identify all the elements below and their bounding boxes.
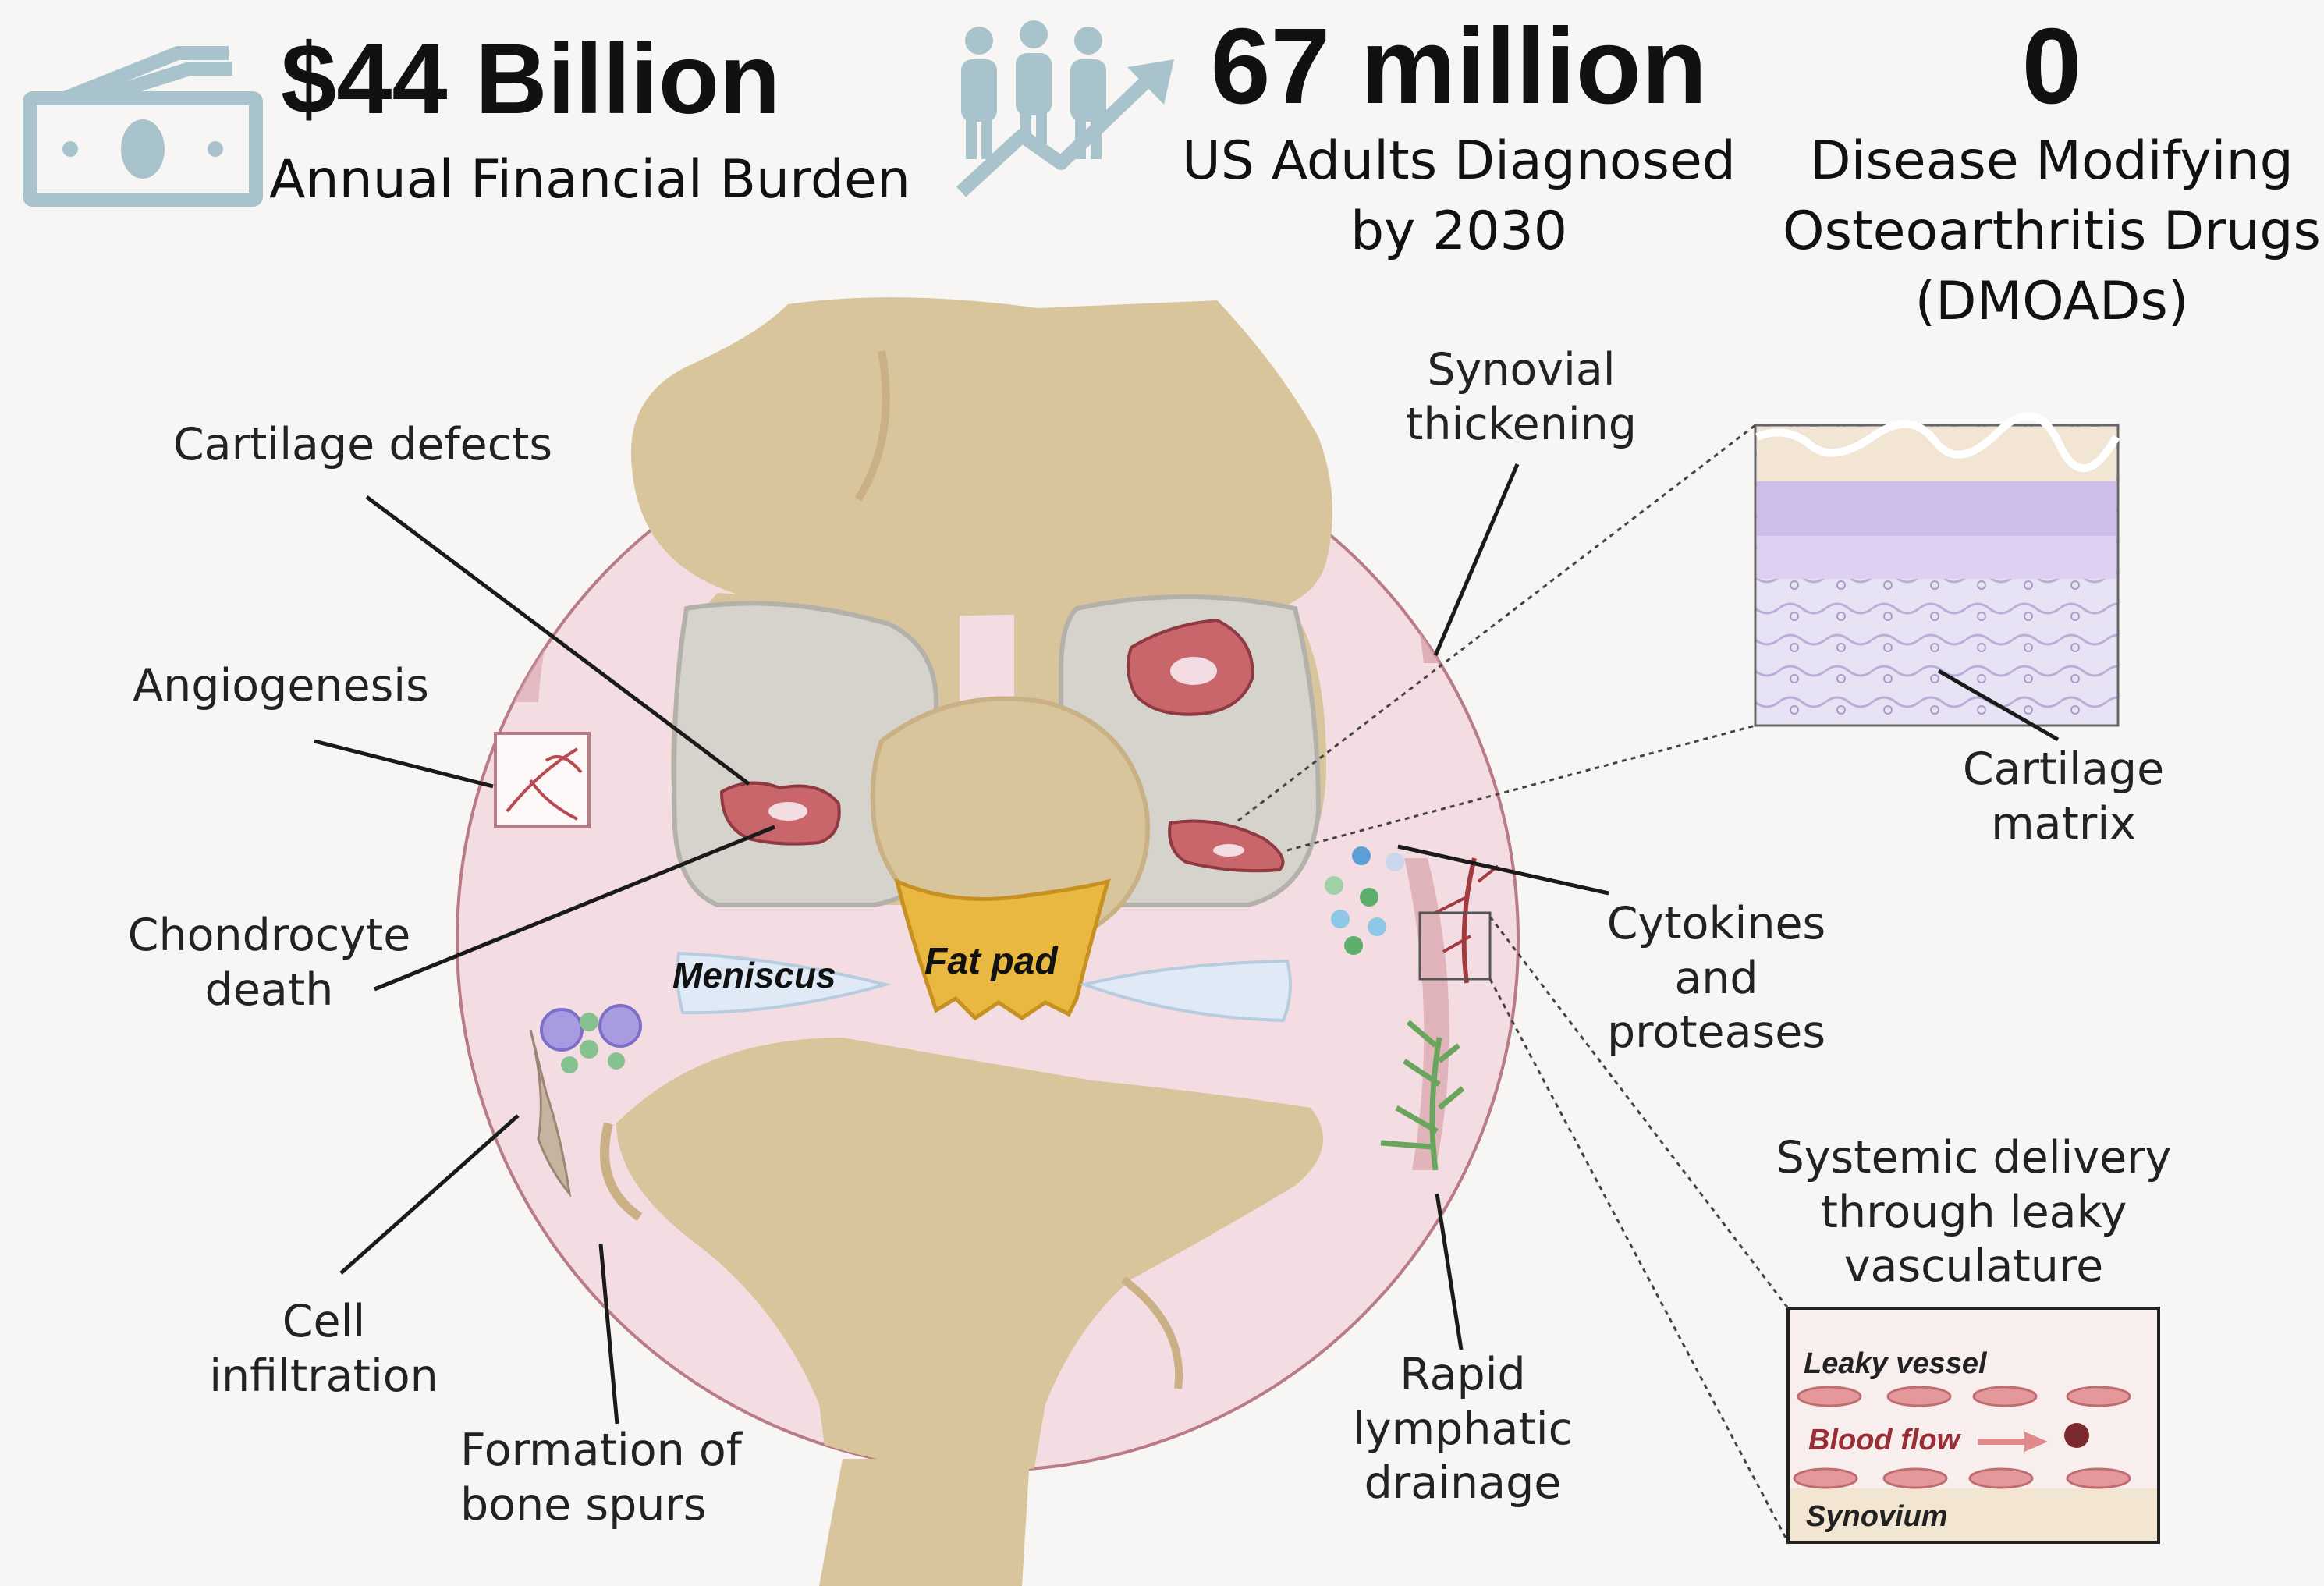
label-matrix-line1: Cartilage (1907, 743, 2219, 797)
angiogenesis-inset (495, 733, 589, 827)
label-synovial-line2: thickening (1373, 398, 1669, 452)
label-lymph-line3: drainage (1307, 1456, 1619, 1511)
label-cytokines-line2: and (1560, 952, 1872, 1006)
label-cartilage-defects: Cartilage defects (156, 418, 569, 473)
label-angiogenesis: Angiogenesis (117, 659, 445, 714)
label-cartilage-matrix: Cartilage matrix (1907, 743, 2219, 851)
label-systemic-line3: vasculature (1740, 1240, 2208, 1294)
label-meniscus: Meniscus (672, 954, 836, 996)
label-cell-line1: Cell (172, 1295, 476, 1350)
label-systemic-line2: through leaky (1740, 1186, 2208, 1240)
label-lymphatic-drainage: Rapid lymphatic drainage (1307, 1348, 1619, 1511)
label-cytokines-line1: Cytokines (1560, 897, 1872, 952)
label-leaky-vessel: Leaky vessel (1804, 1347, 1987, 1381)
label-synovial-line1: Synovial (1373, 343, 1669, 398)
label-bone-spurs: Formation of bone spurs (460, 1424, 788, 1532)
label-blood-flow: Blood flow (1808, 1424, 1960, 1457)
label-cytokines-line3: proteases (1560, 1006, 1872, 1060)
label-chondrocyte-death: Chondrocyte death (117, 909, 421, 1017)
label-fat-pad: Fat pad (924, 940, 1058, 983)
label-synovium: Synovium (1806, 1500, 1948, 1534)
label-cytokines: Cytokines and proteases (1560, 897, 1872, 1060)
label-cell-infiltration: Cell infiltration (172, 1295, 476, 1403)
label-lymph-line1: Rapid (1307, 1348, 1619, 1403)
cartilage-matrix-inset (1755, 416, 2118, 726)
label-systemic-line1: Systemic delivery (1740, 1131, 2208, 1186)
tibia-shaft (819, 1459, 1030, 1586)
label-synovial-thickening: Synovial thickening (1373, 343, 1669, 452)
label-chondrocyte-line2: death (117, 963, 421, 1018)
label-spurs-line2: bone spurs (460, 1478, 788, 1533)
label-lymph-line2: lymphatic (1307, 1403, 1619, 1457)
label-spurs-line1: Formation of (460, 1424, 788, 1478)
label-systemic-delivery: Systemic delivery through leaky vasculat… (1740, 1131, 2208, 1294)
label-cell-line2: infiltration (172, 1350, 476, 1404)
label-chondrocyte-line1: Chondrocyte (117, 909, 421, 963)
label-matrix-line2: matrix (1907, 797, 2219, 852)
